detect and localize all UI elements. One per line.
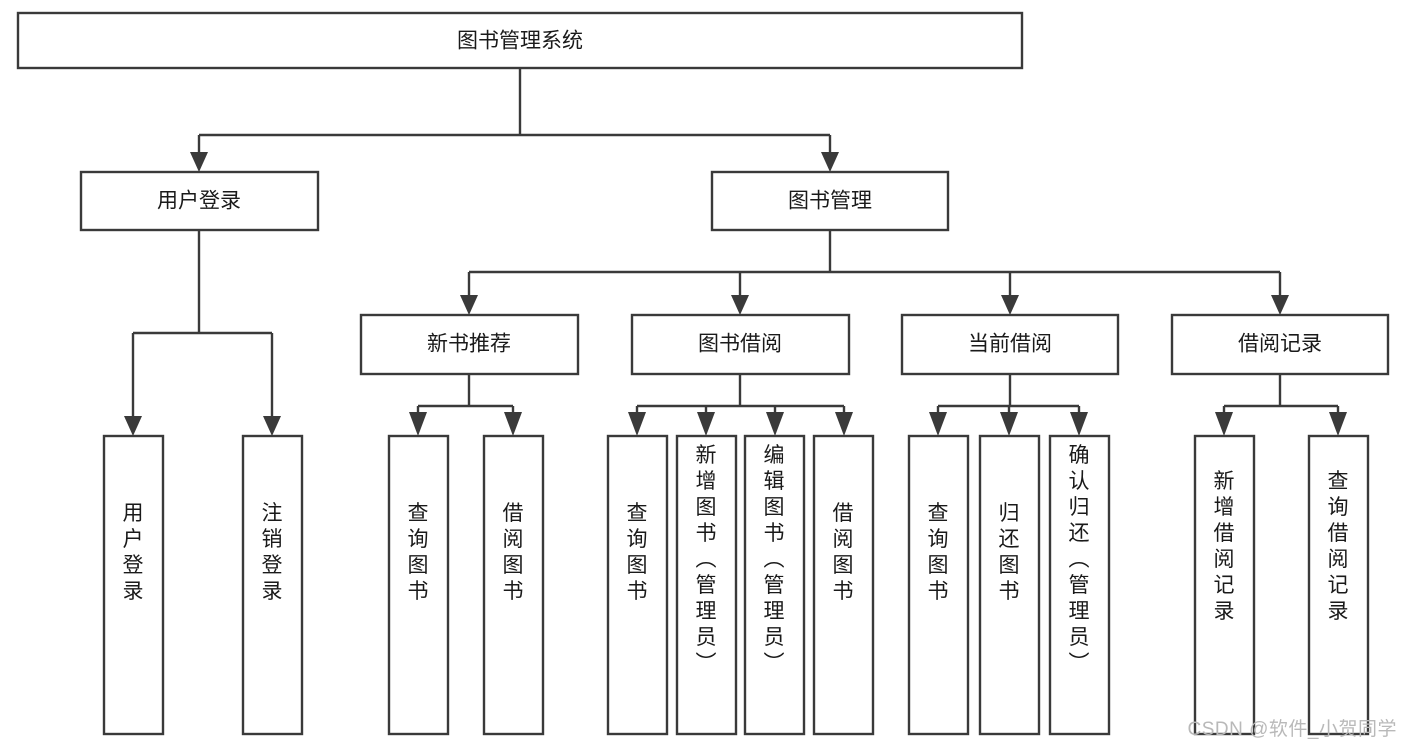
arrow-head-leaf-borrow-book-2 [835,412,853,436]
node-current-borrow-box[interactable] [900,313,1120,376]
arrow-head-new-book-rec [460,295,478,315]
arrow-head-leaf-user-login [124,416,142,436]
node-root-label: 图书管理系统 [457,30,583,53]
connector-layer [124,68,1347,436]
node-leaf-logout-box[interactable] [241,434,304,736]
arrow-head-book-borrow [731,295,749,315]
node-root[interactable]: 图书管理系统 [16,11,1024,70]
node-leaf-add-record-box[interactable] [1193,434,1256,736]
node-book-borrow[interactable]: 图书借阅 [630,313,851,376]
node-new-book-rec-box[interactable] [359,313,580,376]
arrow-head-user-login [190,152,208,172]
node-leaf-confirm-return-label: 确认归还︵管理员︶ [1069,444,1090,675]
node-leaf-query-book-2[interactable]: 查询图书 [606,434,669,736]
arrow-head-leaf-borrow-book-1 [504,412,522,436]
node-book-borrow-label: 图书借阅 [698,333,782,356]
node-leaf-query-book-1-label: 查询图书 [408,502,429,603]
node-borrow-record[interactable]: 借阅记录 [1170,313,1390,376]
arrow-head-leaf-query-book-1 [409,412,427,436]
node-book-mgmt-box[interactable] [710,170,950,232]
node-leaf-borrow-book-1[interactable]: 借阅图书 [482,434,545,736]
node-leaf-edit-book[interactable]: 编辑图书︵管理员︶ [743,434,806,736]
node-leaf-user-login-box[interactable] [102,434,165,736]
node-leaf-query-book-3-label: 查询图书 [928,502,949,603]
node-leaf-return-book-box[interactable] [978,434,1041,736]
arrow-head-book-mgmt [821,152,839,172]
arrow-head-leaf-edit-book [766,412,784,436]
node-leaf-query-book-2-label: 查询图书 [627,502,648,603]
node-leaf-add-book-label: 新增图书︵管理员︶ [696,444,717,675]
arrow-head-borrow-record [1271,295,1289,315]
node-leaf-edit-book-box[interactable] [743,434,806,736]
node-book-borrow-box[interactable] [630,313,851,376]
csdn-watermark: CSDN @软件_小贺同学 [1187,719,1397,740]
arrow-head-leaf-query-record [1329,412,1347,436]
node-leaf-confirm-return[interactable]: 确认归还︵管理员︶ [1048,434,1111,736]
node-user-login[interactable]: 用户登录 [79,170,320,232]
node-leaf-return-book-label: 归还图书 [999,502,1020,603]
node-new-book-rec[interactable]: 新书推荐 [359,313,580,376]
node-leaf-borrow-book-1-label: 借阅图书 [503,502,524,603]
node-leaf-user-login-label: 用户登录 [123,502,144,603]
node-leaf-query-book-1[interactable]: 查询图书 [387,434,450,736]
node-leaf-borrow-book-2[interactable]: 借阅图书 [812,434,875,736]
node-leaf-borrow-book-1-box[interactable] [482,434,545,736]
node-leaf-query-record[interactable]: 查询借阅记录 [1307,434,1370,736]
node-user-login-box[interactable] [79,170,320,232]
node-leaf-query-book-2-box[interactable] [606,434,669,736]
node-new-book-rec-label: 新书推荐 [427,333,511,356]
node-root-box[interactable] [16,11,1024,70]
node-current-borrow-label: 当前借阅 [968,333,1052,356]
node-leaf-add-book-box[interactable] [675,434,738,736]
node-leaf-confirm-return-box[interactable] [1048,434,1111,736]
node-leaf-query-book-1-box[interactable] [387,434,450,736]
arrow-head-leaf-add-record [1215,412,1233,436]
arrow-head-current-borrow [1001,295,1019,315]
node-leaf-query-book-3-box[interactable] [907,434,970,736]
node-leaf-query-book-3[interactable]: 查询图书 [907,434,970,736]
node-current-borrow[interactable]: 当前借阅 [900,313,1120,376]
arrow-head-leaf-logout [263,416,281,436]
node-leaf-query-record-box[interactable] [1307,434,1370,736]
arrow-head-leaf-query-book-3 [929,412,947,436]
node-leaf-query-record-label: 查询借阅记录 [1328,470,1349,623]
node-leaf-user-login[interactable]: 用户登录 [102,434,165,736]
node-borrow-record-label: 借阅记录 [1238,333,1322,356]
node-leaf-add-book[interactable]: 新增图书︵管理员︶ [675,434,738,736]
node-borrow-record-box[interactable] [1170,313,1390,376]
node-leaf-borrow-book-2-label: 借阅图书 [833,502,854,603]
arrow-head-leaf-query-book-2 [628,412,646,436]
node-leaf-logout[interactable]: 注销登录 [241,434,304,736]
node-leaf-return-book[interactable]: 归还图书 [978,434,1041,736]
node-leaf-add-record[interactable]: 新增借阅记录 [1193,434,1256,736]
node-leaf-edit-book-label: 编辑图书︵管理员︶ [764,444,785,675]
node-leaf-logout-label: 注销登录 [262,502,283,603]
arrow-head-leaf-return-book [1000,412,1018,436]
node-leaf-borrow-book-2-box[interactable] [812,434,875,736]
arrow-head-leaf-confirm-return [1070,412,1088,436]
node-user-login-label: 用户登录 [157,190,241,213]
node-book-mgmt-label: 图书管理 [788,190,872,213]
arrow-head-leaf-add-book [697,412,715,436]
node-leaf-add-record-label: 新增借阅记录 [1214,470,1235,623]
node-book-mgmt[interactable]: 图书管理 [710,170,950,232]
